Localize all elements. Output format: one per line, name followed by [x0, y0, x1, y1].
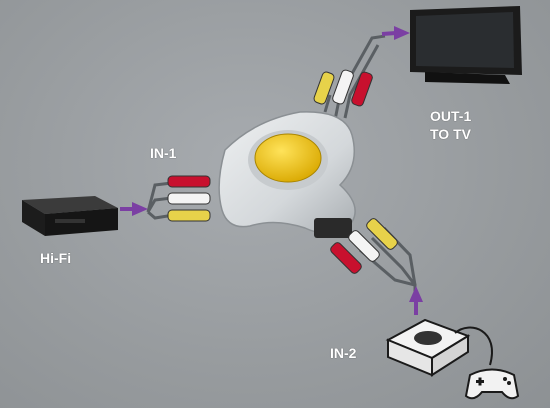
gamepad-icon: [464, 368, 520, 400]
arrow-from-hifi: [120, 202, 148, 216]
hifi-vcr-icon: [22, 196, 118, 236]
arrow-to-tv: [381, 26, 410, 40]
plugs-in2: [330, 218, 398, 274]
av-switch-icon: [218, 111, 356, 238]
plugs-out1: [313, 69, 373, 107]
label-in-2: IN-2: [330, 345, 357, 361]
label-hifi: Hi-Fi: [40, 250, 72, 266]
cables: [146, 34, 417, 300]
game-console-icon: [385, 318, 493, 377]
label-out-1: OUT-1: [430, 108, 472, 124]
label-to-tv: TO TV: [430, 126, 471, 142]
plugs-in1: [167, 175, 211, 222]
label-in-1: IN-1: [150, 145, 177, 161]
tv-icon: [410, 6, 522, 84]
arrow-from-console: [409, 286, 423, 315]
